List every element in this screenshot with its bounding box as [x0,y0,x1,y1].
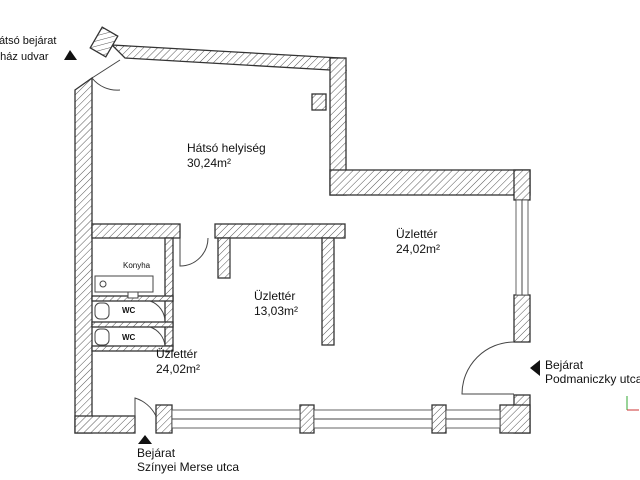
wall-core-mid-3 [91,345,174,352]
wall-bottom-pier-2 [299,404,315,434]
wc-bottom-label: WC [122,333,136,342]
entrance-bottom-line1: Bejárat [137,446,176,460]
shop-right-name: Üzlettér [396,227,437,241]
wc-door-1 [149,300,166,323]
fixtures [94,275,166,347]
entrance-back-line1: Hátsó bejárat [0,35,56,47]
kitchen-counter [94,275,154,293]
toilet-icon [94,302,110,320]
wall-core-mid-2 [91,321,174,328]
axis-indicator-icon [626,396,639,411]
wall-top-back [110,44,348,71]
door-bottom [134,397,157,433]
wc-door-2 [149,326,166,347]
wall-back-room-pier [311,93,327,111]
shop-left-name: Üzlettér [156,347,197,361]
wall-top-right [329,169,531,196]
windows [171,199,529,429]
exterior-walls [74,26,531,434]
wall-back-room-bottom [214,223,346,239]
wall-bottom-pier-3 [431,404,447,434]
toilet-icon [94,328,110,346]
entrance-arrow-right-icon [530,360,540,376]
entrance-arrow-bottom-icon [138,435,152,444]
shop-middle-area: 13,03m² [254,304,298,318]
back-room-area: 30,24m² [187,156,231,170]
wall-bottom-left [74,415,136,434]
door-right [461,341,515,395]
back-room-name: Hátsó helyiség [187,141,266,155]
shop-middle-name: Üzlettér [254,289,295,303]
kitchen-label: Konyha [123,261,151,270]
doors [91,59,515,433]
sink-icon [127,291,139,299]
wall-bottom-pier-1 [155,404,173,434]
wall-middle-left [217,237,231,279]
door-back [91,59,121,91]
shop-right-area: 24,02m² [396,242,440,256]
wall-back-door-jamb [89,26,119,58]
shop-left-area: 24,02m² [156,362,200,376]
entrance-right-line2: Podmaniczky utca [545,372,640,386]
wc-top-label: WC [122,306,136,315]
kitchen-sink-icon [99,280,107,288]
entrance-back-line2: a ház udvar [0,51,49,63]
door-back-room [179,237,209,267]
entrance-bottom-line2: Színyei Merse utca [137,460,239,474]
wall-back-room-bottom-left [91,223,181,239]
wall-left-outer [74,76,93,434]
wall-right-lower [513,294,531,343]
wall-bottom-right [499,404,531,434]
wall-middle-right [321,237,335,346]
entrance-right-line1: Bejárat [545,358,584,372]
wall-core-right [164,237,174,347]
wall-right-upper [513,169,531,201]
entrance-arrow-back-icon [64,50,77,60]
